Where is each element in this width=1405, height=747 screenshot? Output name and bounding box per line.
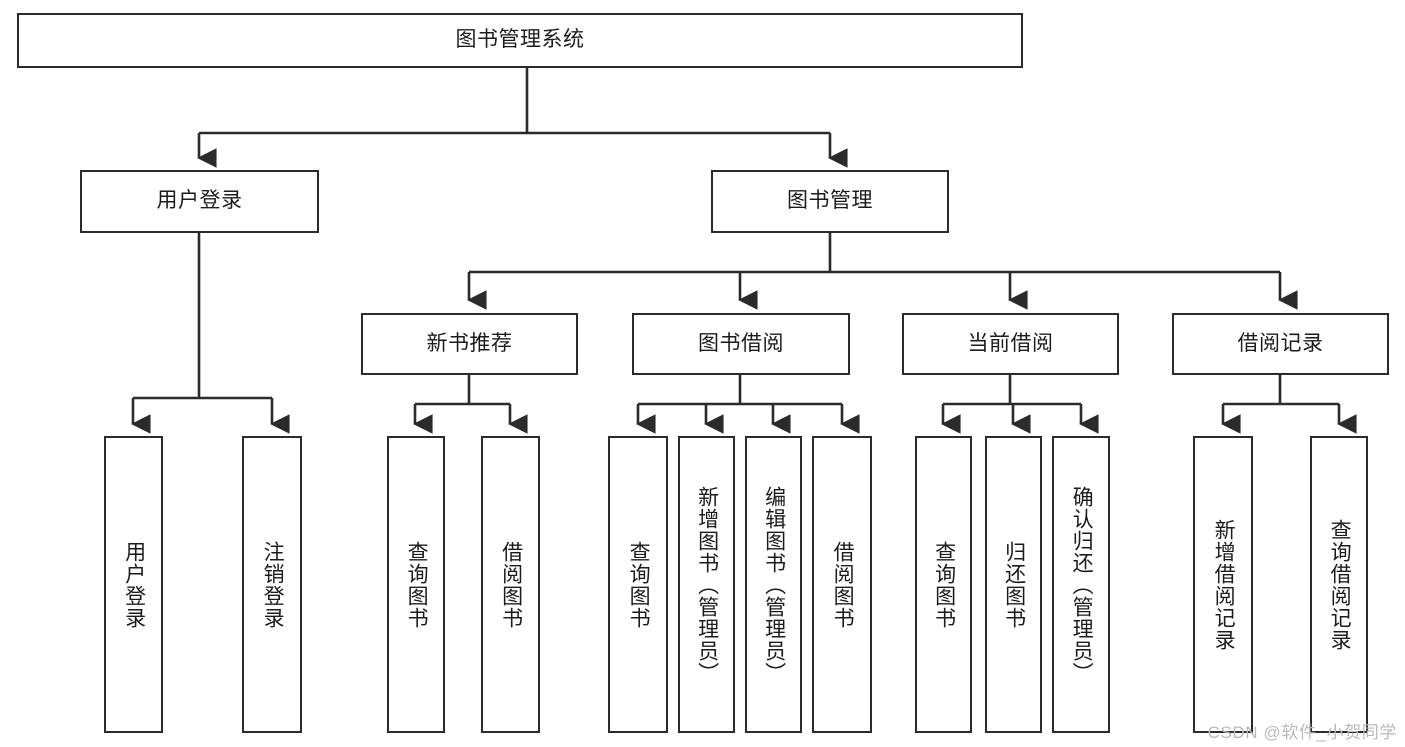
- node-root-book-management-system[interactable]: 图书管理系统: [17, 13, 1023, 68]
- node-label: 用户登录: [122, 540, 146, 629]
- node-current-borrow[interactable]: 当前借阅: [902, 313, 1119, 375]
- node-book-borrow[interactable]: 图书借阅: [632, 313, 850, 375]
- node-label: 借阅图书: [831, 540, 855, 629]
- node-label: 查询借阅记录: [1328, 518, 1352, 651]
- node-label: 归还图书: [1002, 540, 1026, 629]
- node-label: 注销登录: [261, 540, 285, 629]
- node-label: 新增图书（管理员）: [695, 485, 719, 684]
- leaf-recommend-borrow-book[interactable]: 借阅图书: [481, 436, 540, 733]
- leaf-borrow-borrow-book[interactable]: 借阅图书: [812, 436, 872, 733]
- node-label: 查询图书: [932, 540, 956, 629]
- node-label: 当前借阅: [967, 331, 1054, 355]
- node-label: 编辑图书（管理员）: [762, 485, 786, 684]
- node-label: 借阅记录: [1237, 331, 1324, 355]
- leaf-current-query-book[interactable]: 查询图书: [915, 436, 972, 733]
- node-label: 图书借阅: [698, 331, 784, 355]
- csdn-watermark: CSDN @软件_小贺同学: [1207, 723, 1397, 742]
- leaf-recommend-query-book[interactable]: 查询图书: [387, 436, 445, 733]
- node-label: 确认归还（管理员）: [1070, 485, 1094, 684]
- node-user-login[interactable]: 用户登录: [80, 170, 319, 233]
- leaf-current-confirm-return-admin[interactable]: 确认归还（管理员）: [1052, 436, 1110, 733]
- node-label: 图书管理: [787, 189, 873, 213]
- node-label: 借阅图书: [499, 540, 523, 629]
- leaf-user-login[interactable]: 用户登录: [104, 436, 163, 733]
- node-label: 用户登录: [156, 189, 243, 213]
- leaf-borrow-add-book-admin[interactable]: 新增图书（管理员）: [678, 436, 735, 733]
- leaf-borrow-query-book[interactable]: 查询图书: [608, 436, 668, 733]
- node-label: 查询图书: [405, 540, 429, 629]
- node-book-management[interactable]: 图书管理: [711, 170, 949, 233]
- node-label: 图书管理系统: [455, 28, 585, 52]
- node-borrow-record[interactable]: 借阅记录: [1172, 313, 1389, 375]
- leaf-record-add-borrow-record[interactable]: 新增借阅记录: [1193, 436, 1253, 733]
- leaf-record-query-borrow-record[interactable]: 查询借阅记录: [1310, 436, 1368, 733]
- node-label: 新书推荐: [426, 331, 513, 355]
- node-label: 新增借阅记录: [1212, 518, 1236, 651]
- leaf-borrow-edit-book-admin[interactable]: 编辑图书（管理员）: [745, 436, 802, 733]
- leaf-user-logout[interactable]: 注销登录: [242, 436, 302, 733]
- node-new-book-recommend[interactable]: 新书推荐: [361, 313, 578, 375]
- leaf-current-return-book[interactable]: 归还图书: [985, 436, 1042, 733]
- node-label: 查询图书: [627, 540, 651, 629]
